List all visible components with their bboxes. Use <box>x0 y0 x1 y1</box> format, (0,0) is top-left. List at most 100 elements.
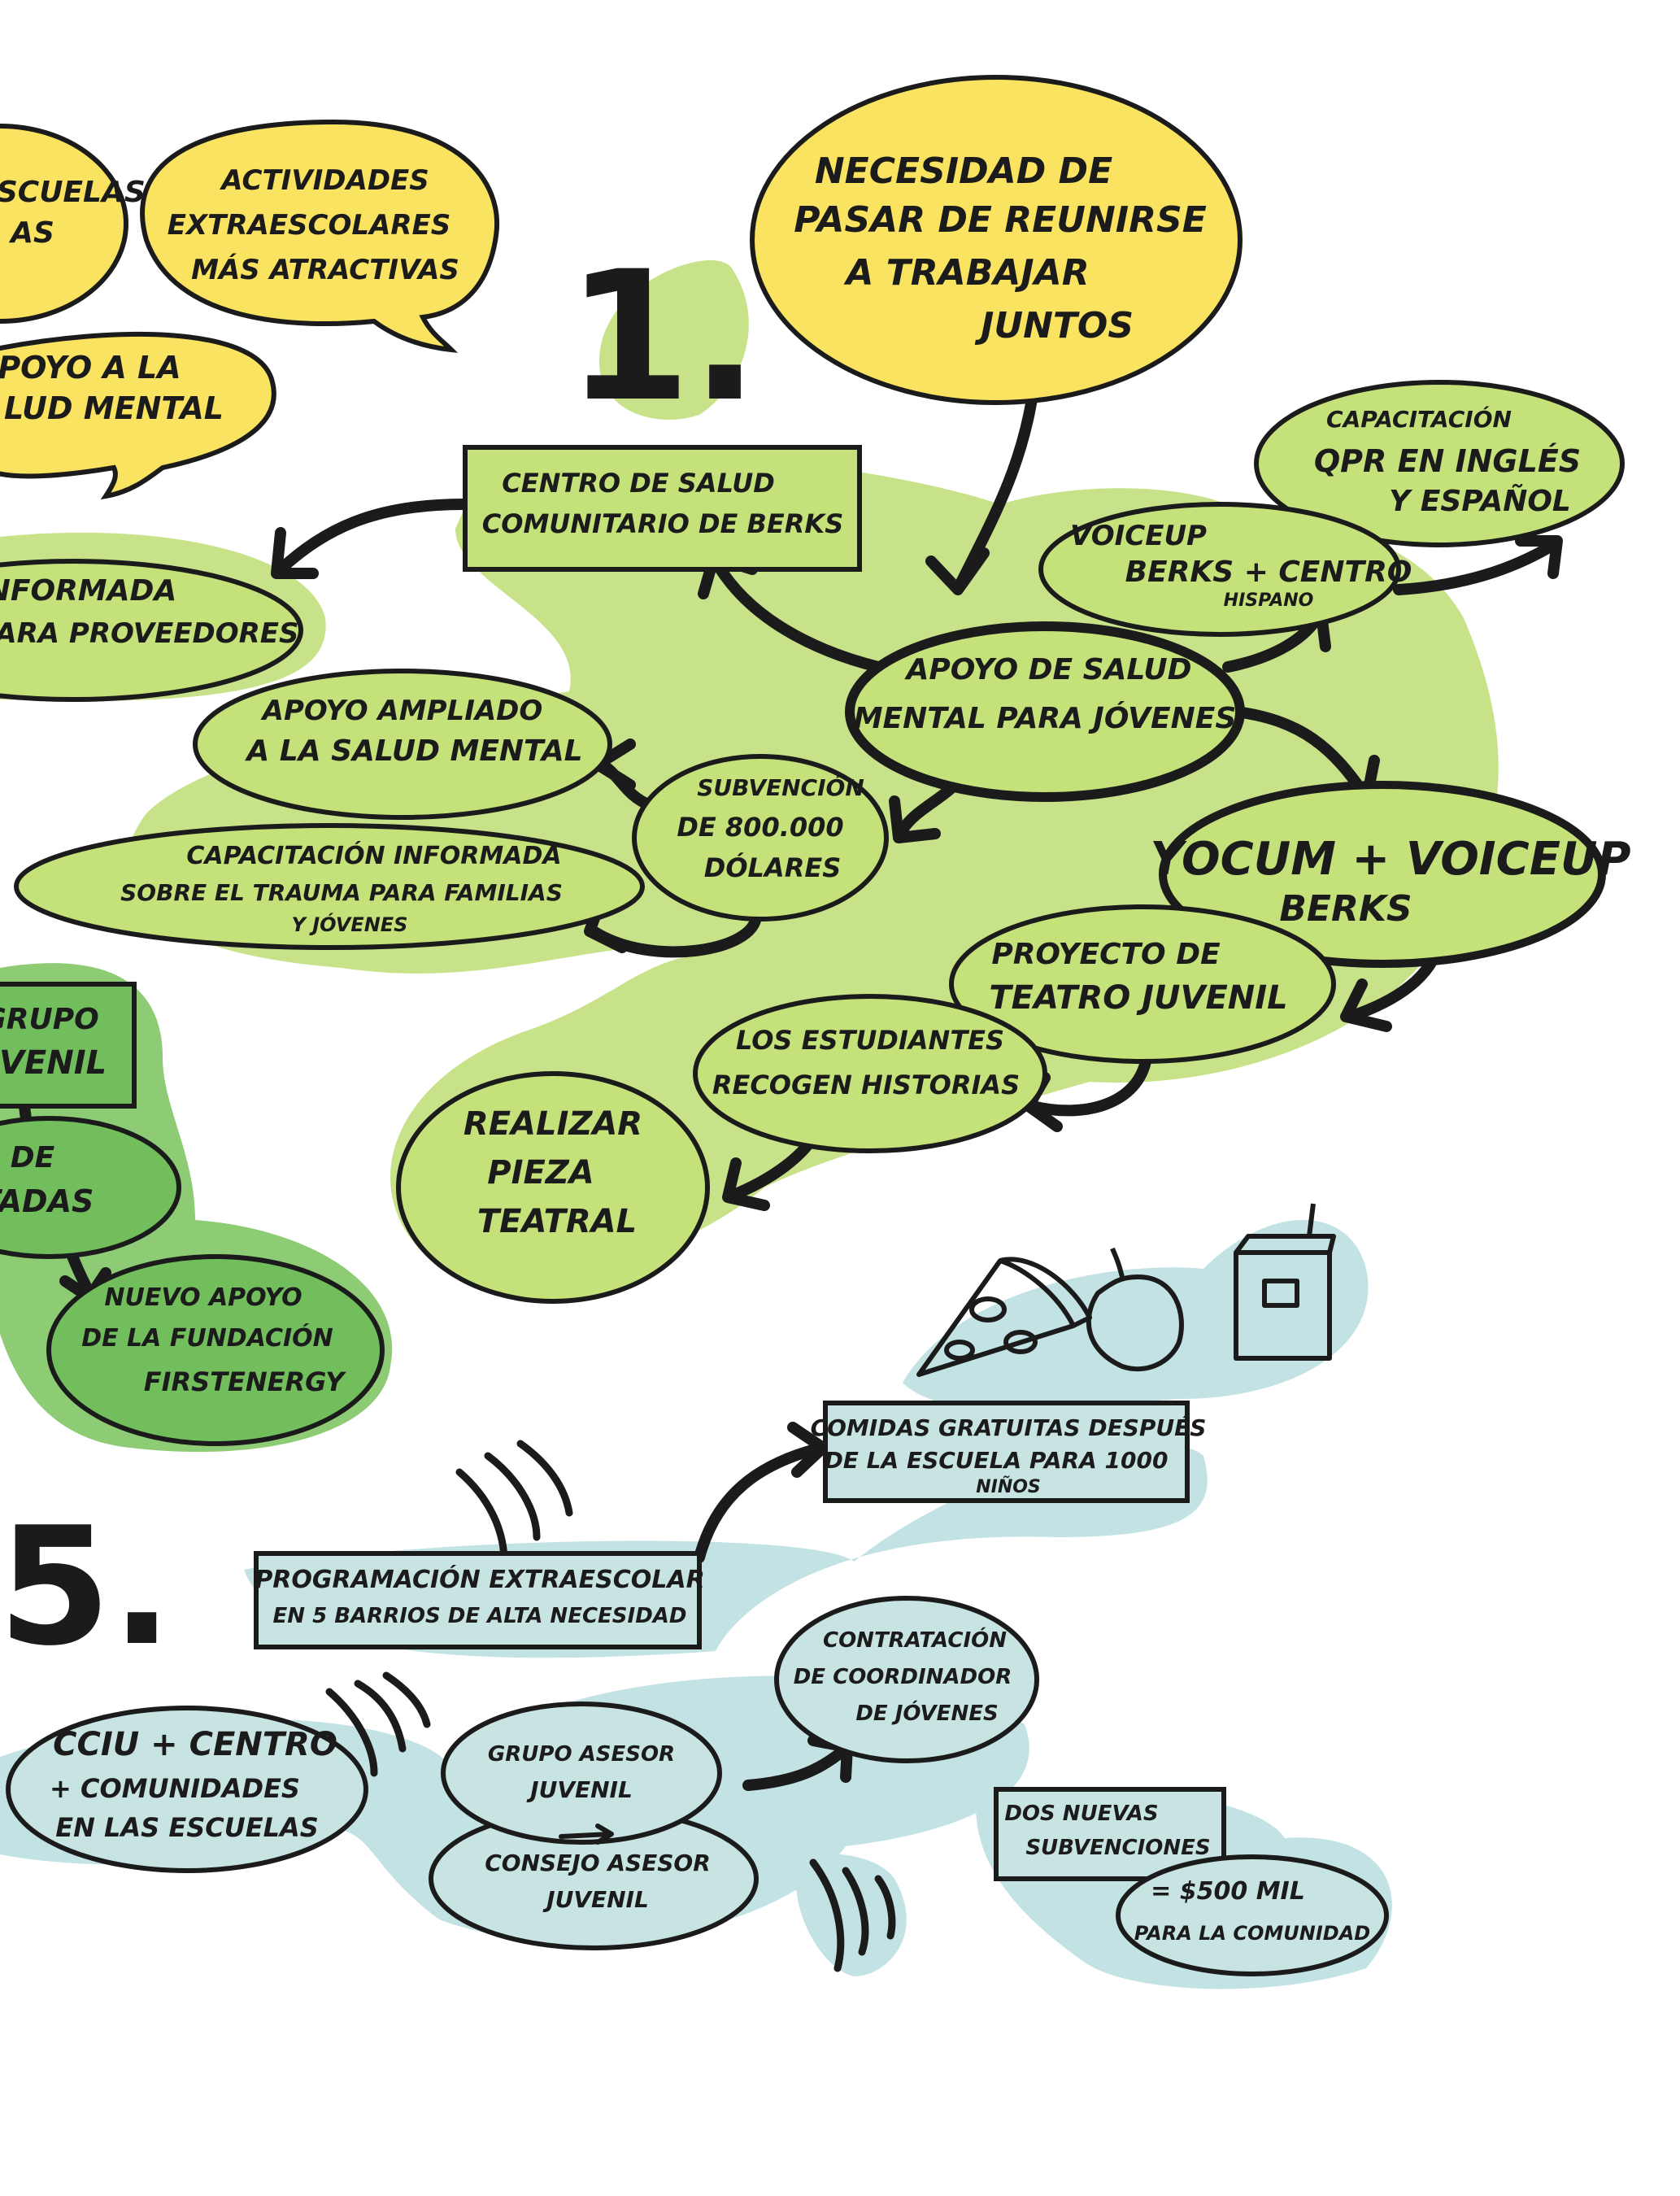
node-comidas-line-3: NIÑOS <box>976 1476 1041 1497</box>
node-adas-shape <box>0 1116 181 1259</box>
node-programacion-line-1: PROGRAMACIÓN EXTRAESCOLAR <box>255 1564 704 1594</box>
arrow-teatro-to-historias <box>1027 1052 1152 1117</box>
bubble-necesidad-line-4: JUNTOS <box>974 305 1134 346</box>
node-centro-berks-line-1: CENTRO DE SALUD <box>502 468 775 499</box>
node-teatro-juvenil-shape <box>949 904 1336 1064</box>
wave-mark <box>484 1452 541 1541</box>
node-teatro-juvenil-line-2: TEATRO JUVENIL <box>989 979 1287 1017</box>
node-centro-berks-shape <box>463 445 862 572</box>
node-ccu-line-2: + COMUNIDADES <box>50 1773 300 1804</box>
node-adas-line-1: DE <box>11 1141 55 1174</box>
node-yocum-line-1: YOCUM + VOICEUP <box>1150 833 1630 886</box>
bubble-necesidad-shape <box>750 75 1243 405</box>
node-subvenciones-line-2: SUBVENCIONES <box>1025 1836 1210 1860</box>
node-subvenciones: DOS NUEVAS SUBVENCIONES <box>994 1787 1226 1881</box>
node-trauma: CAPACITACIÓN INFORMADA SOBRE EL TRAUMA P… <box>14 823 645 950</box>
node-historias-shape <box>693 994 1047 1153</box>
bubble-necesidad: NECESIDAD DE PASAR DE REUNIRSE A TRABAJA… <box>750 75 1243 405</box>
node-grupo-juvenil-shape <box>0 982 137 1109</box>
node-ccu-shape <box>6 1706 368 1873</box>
node-subvencion-line-3: DÓLARES <box>704 852 841 883</box>
juice-box-icon <box>1234 1203 1336 1361</box>
node-adas: DE TADAS <box>0 1116 181 1259</box>
arrow-voiceup-to-qpr <box>1393 539 1559 595</box>
node-comidas-line-2: DE LA ESCUELA PARA 1000 <box>825 1447 1169 1474</box>
node-apoyo-jovenes-shape <box>845 621 1245 802</box>
node-comunidad-line-2: PARA LA COMUNIDAD <box>1134 1922 1370 1945</box>
node-informada-proveedores-shape <box>0 559 303 702</box>
wave-mark <box>382 1671 431 1728</box>
bubble-escuelas-line-1: ESCUELAS <box>0 176 146 209</box>
node-firstenergy-line-2: DE LA FUNDACIÓN <box>81 1322 333 1353</box>
node-subvencion-line-2: DE 800.000 <box>677 812 843 843</box>
node-pieza-teatral-shape <box>396 1071 710 1304</box>
arrow-apoyo-to-centro <box>710 556 884 673</box>
pizza-slice-icon <box>916 1257 1092 1377</box>
node-adas-line-2: TADAS <box>0 1183 94 1219</box>
node-trauma-line-3: Y JÓVENES <box>292 912 408 936</box>
node-voiceup-centro-line-1: VOICEUP <box>1070 520 1207 552</box>
arrow-apoyo-to-yocum <box>1230 706 1372 803</box>
node-apoyo-jovenes-line-2: MENTAL PARA JÓVENES <box>854 701 1237 735</box>
node-grupo-juvenil-line-1: GRUPO <box>0 1003 99 1036</box>
node-firstenergy-line-1: NUEVO APOYO <box>104 1283 302 1312</box>
node-grupo-juvenil: GRUPO VENIL <box>0 982 137 1109</box>
node-coordinador-shape <box>774 1596 1039 1763</box>
node-subvencion-shape <box>632 754 889 922</box>
node-ccu-line-3: EN LAS ESCUELAS <box>55 1812 319 1843</box>
node-ccu: CCIU + CENTRO + COMUNIDADES EN LAS ESCUE… <box>6 1706 368 1873</box>
node-capacitacion-qpr-line-2: QPR EN INGLÉS <box>1314 443 1581 479</box>
node-capacitacion-qpr-line-1: CAPACITACIÓN <box>1326 405 1512 433</box>
node-informada-proveedores-line-1: NFORMADA <box>0 574 176 608</box>
bubble-extraescolares-line-2: EXTRAESCOLARES <box>168 209 451 242</box>
node-comidas: COMIDAS GRATUITAS DESPUÉS DE LA ESCUELA … <box>811 1401 1206 1503</box>
node-voiceup-centro-shape <box>1038 502 1401 637</box>
node-capacitacion-qpr-shape <box>1254 380 1625 547</box>
node-grupo-asesor-line-1: GRUPO ASESOR <box>488 1742 675 1767</box>
arrow-grupo-to-coordinador <box>742 1743 851 1791</box>
node-teatro-juvenil-line-1: PROYECTO DE <box>991 938 1221 971</box>
wave-mark <box>325 1688 378 1777</box>
node-consejo-asesor-line-2: JUVENIL <box>542 1886 649 1913</box>
node-comidas-shape <box>823 1401 1190 1503</box>
wave-mark <box>455 1468 508 1566</box>
arrowhead-teatro <box>1340 978 1392 1032</box>
bubble-escuelas-line-2: AS <box>8 216 54 250</box>
emphasis-marks <box>325 1440 896 1972</box>
node-centro-berks: CENTRO DE SALUD COMUNITARIO DE BERKS <box>463 445 862 572</box>
bubble-extraescolares-shape <box>140 119 500 353</box>
halo-number-one <box>598 260 749 420</box>
arrowhead-pieza <box>722 1157 770 1211</box>
arrow-centro-to-informada <box>275 499 469 575</box>
node-subvencion-line-1: SUBVENCIÓN <box>697 773 864 801</box>
node-teatro-juvenil: PROYECTO DE TEATRO JUVENIL <box>949 904 1336 1064</box>
apple-icon <box>1086 1247 1184 1372</box>
node-capacitacion-qpr: CAPACITACIÓN QPR EN INGLÉS Y ESPAÑOL <box>1254 380 1625 547</box>
node-programacion: PROGRAMACIÓN EXTRAESCOLAR EN 5 BARRIOS D… <box>254 1551 705 1649</box>
node-yocum: YOCUM + VOICEUP BERKS <box>1150 781 1631 968</box>
node-grupo-asesor-line-2: JUVENIL <box>526 1776 633 1803</box>
node-pieza-teatral: REALIZAR PIEZA TEATRAL <box>396 1071 710 1304</box>
arrowhead-qpr <box>1515 535 1563 579</box>
node-coordinador: CONTRATACIÓN DE COORDINADOR DE JÓVENES <box>774 1596 1039 1763</box>
node-programacion-shape <box>254 1551 702 1649</box>
node-subvenciones-line-1: DOS NUEVAS <box>1004 1802 1158 1826</box>
bubble-extraescolares-line-3: MÁS ATRACTIVAS <box>191 253 459 286</box>
node-grupo-asesor: GRUPO ASESOR JUVENIL <box>441 1701 722 1845</box>
bubble-escuelas: ESCUELAS AS <box>0 124 146 324</box>
node-firstenergy-shape <box>46 1254 385 1446</box>
node-voiceup-centro-line-3: HISPANO <box>1224 590 1314 611</box>
bubble-extraescolares: ACTIVIDADES EXTRAESCOLARES MÁS ATRACTIVA… <box>140 119 500 353</box>
node-consejo-asesor-line-1: CONSEJO ASESOR <box>485 1850 711 1876</box>
node-historias: LOS ESTUDIANTES RECOGEN HISTORIAS <box>693 994 1047 1153</box>
node-historias-line-1: LOS ESTUDIANTES <box>736 1025 1004 1056</box>
arrow-grupo-to-consejo <box>559 1832 612 1839</box>
bubble-salud-mental-line-2: LUD MENTAL <box>4 390 224 426</box>
node-firstenergy-line-3: FIRSTENERGY <box>144 1366 346 1397</box>
bubble-extraescolares-line-1: ACTIVIDADES <box>219 164 429 197</box>
arrow-programacion-to-comidas <box>694 1442 827 1563</box>
node-pieza-teatral-line-2: PIEZA <box>487 1154 594 1192</box>
arrowhead-necesidad <box>925 547 990 595</box>
wave-mark <box>354 1680 407 1753</box>
